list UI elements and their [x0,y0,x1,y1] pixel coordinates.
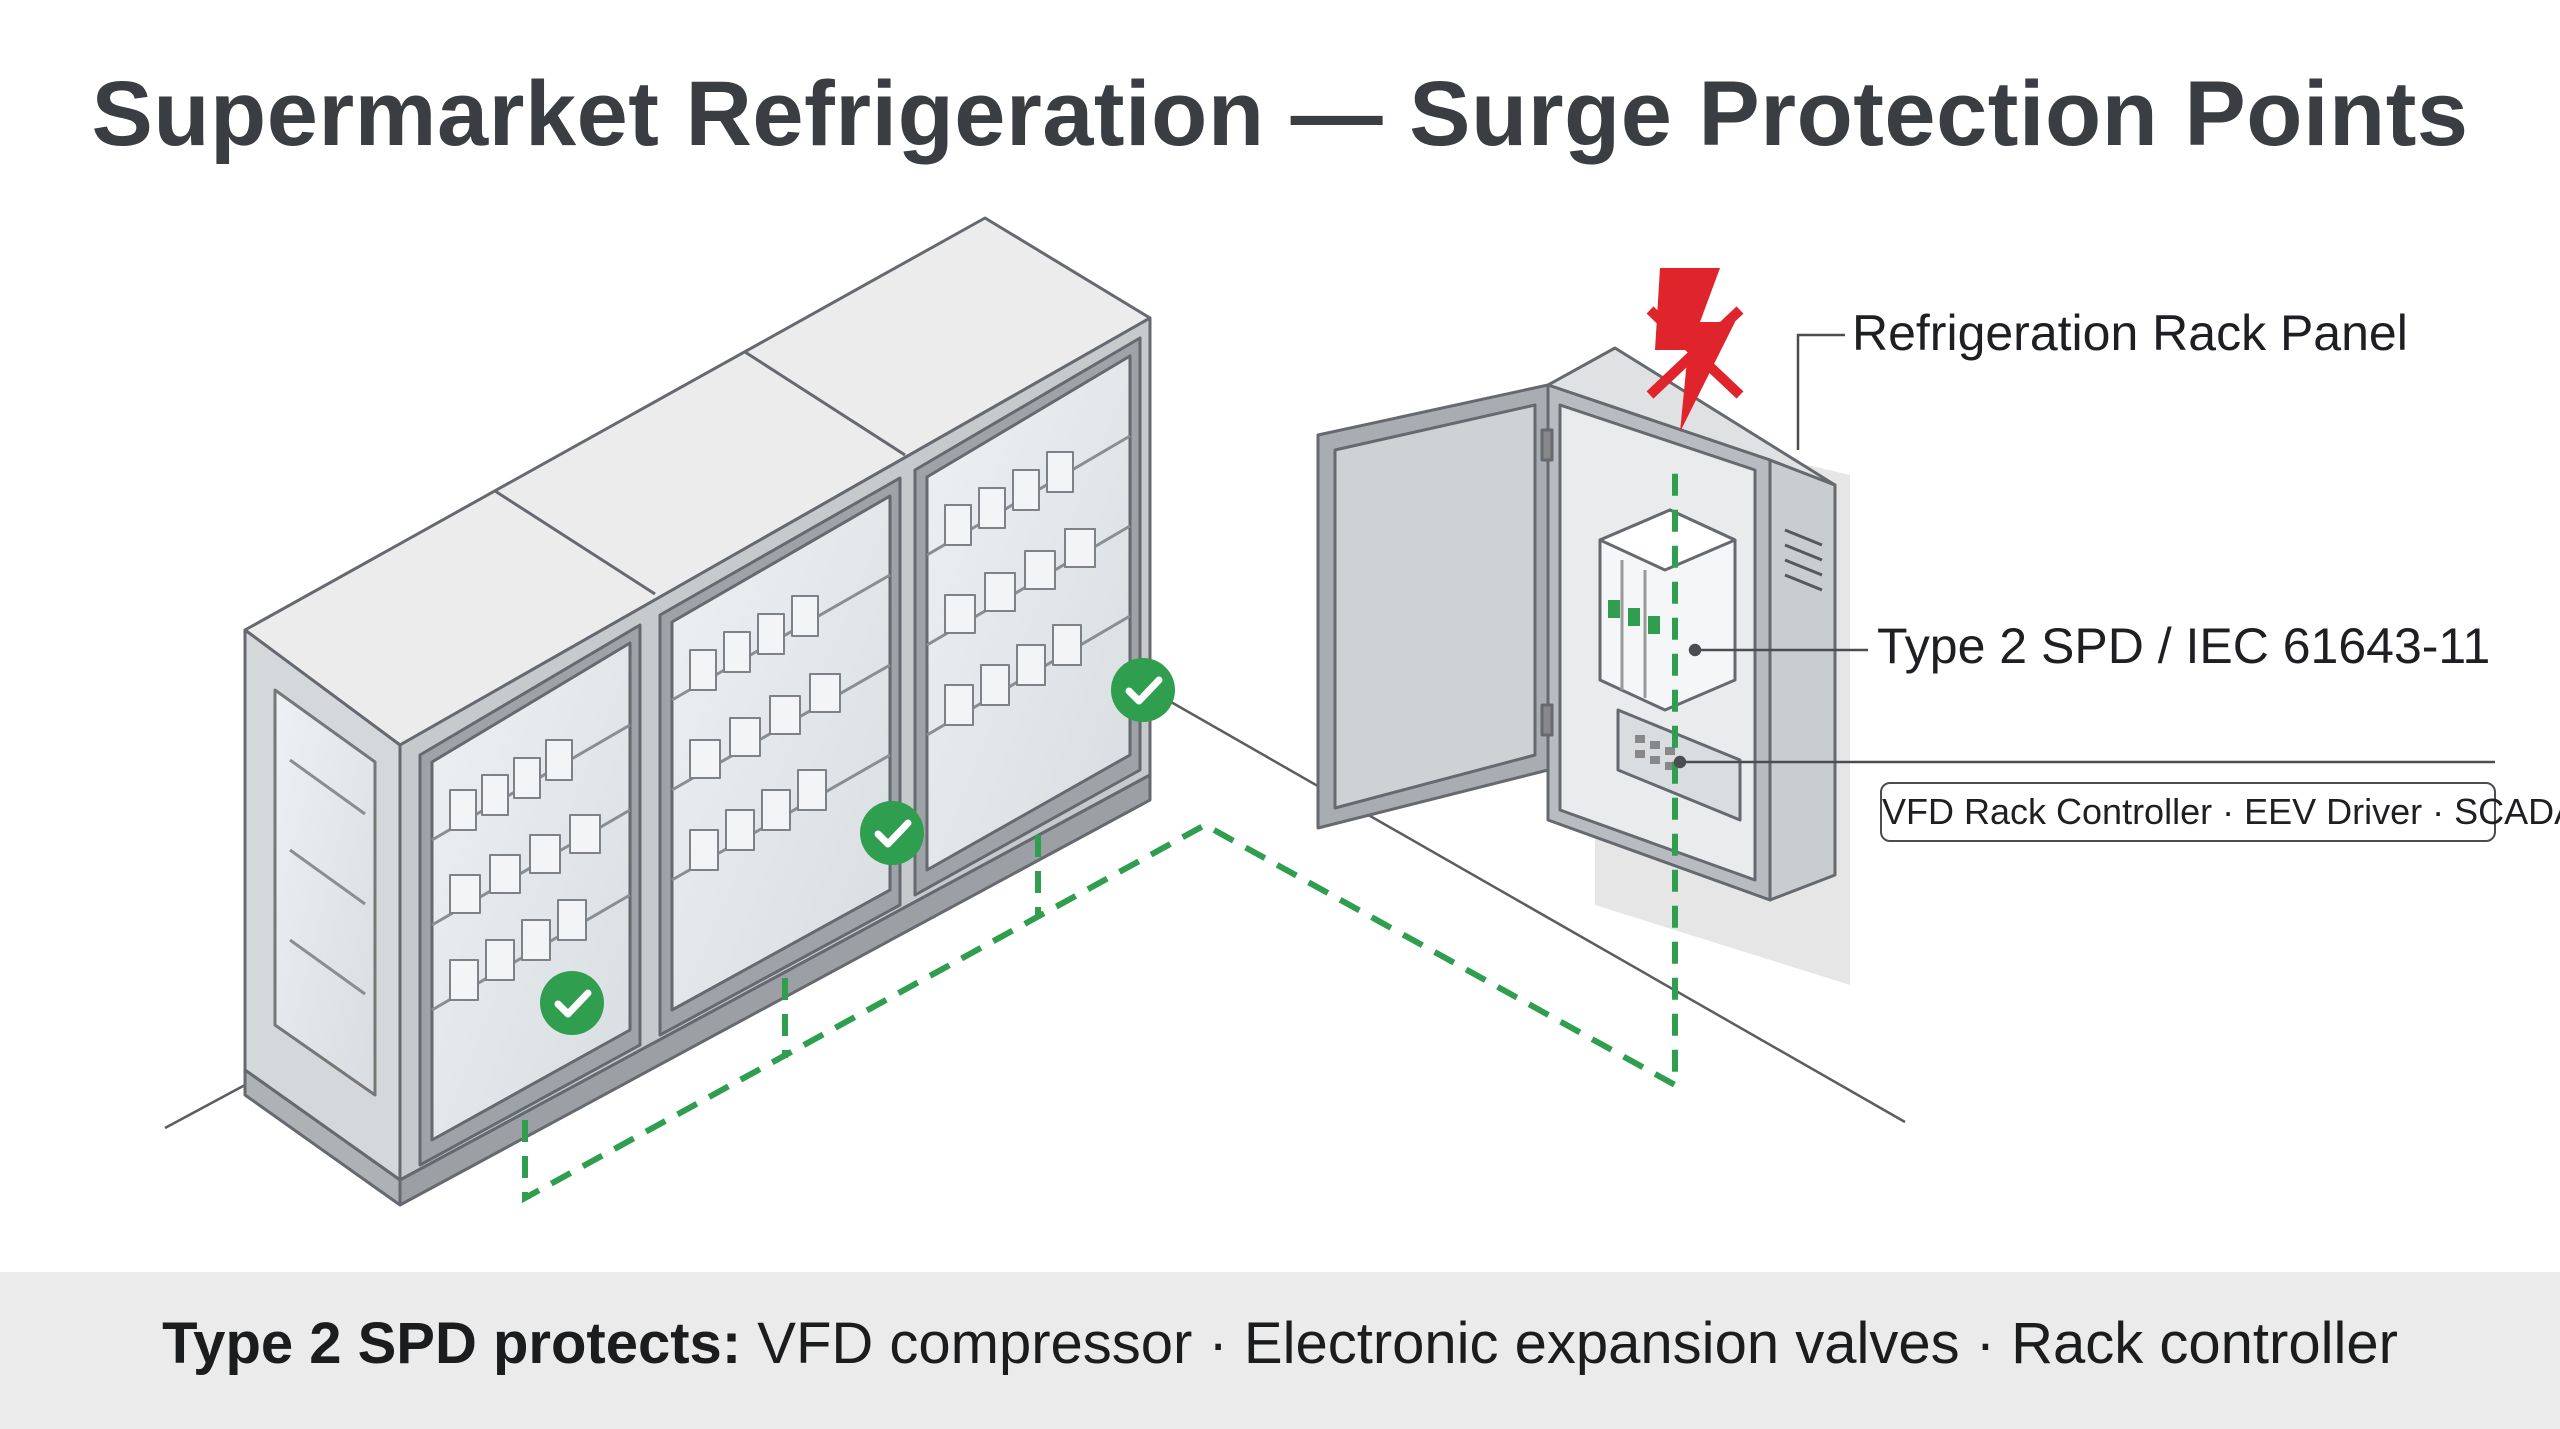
callout-lines [1673,333,2495,769]
check-circle-icon [540,971,604,1035]
check-circle-icon [860,801,924,865]
footer-text: Type 2 SPD protects: VFD compressor · El… [0,1310,2560,1377]
footer-rest: VFD compressor · Electronic expansion va… [741,1311,2398,1376]
spd-label: Type 2 SPD / IEC 61643-11 [1877,618,2491,674]
check-circle-icon [1111,658,1175,722]
lightning-blocked-icon [1646,268,1744,432]
protected-wiring [522,460,1678,1204]
page-title: Supermarket Refrigeration — Surge Protec… [91,63,2469,165]
rack-panel [1316,346,1850,985]
floor-lines [164,688,1906,1130]
display-cases [243,216,1152,1207]
footer-bar: Type 2 SPD protects: VFD compressor · El… [0,1272,2560,1429]
footer-bold: Type 2 SPD protects: [162,1311,742,1376]
panel-label: Refrigeration Rack Panel [1852,305,2408,361]
devices-label: VFD Rack Controller · EEV Driver · SCADA [1880,782,2560,842]
